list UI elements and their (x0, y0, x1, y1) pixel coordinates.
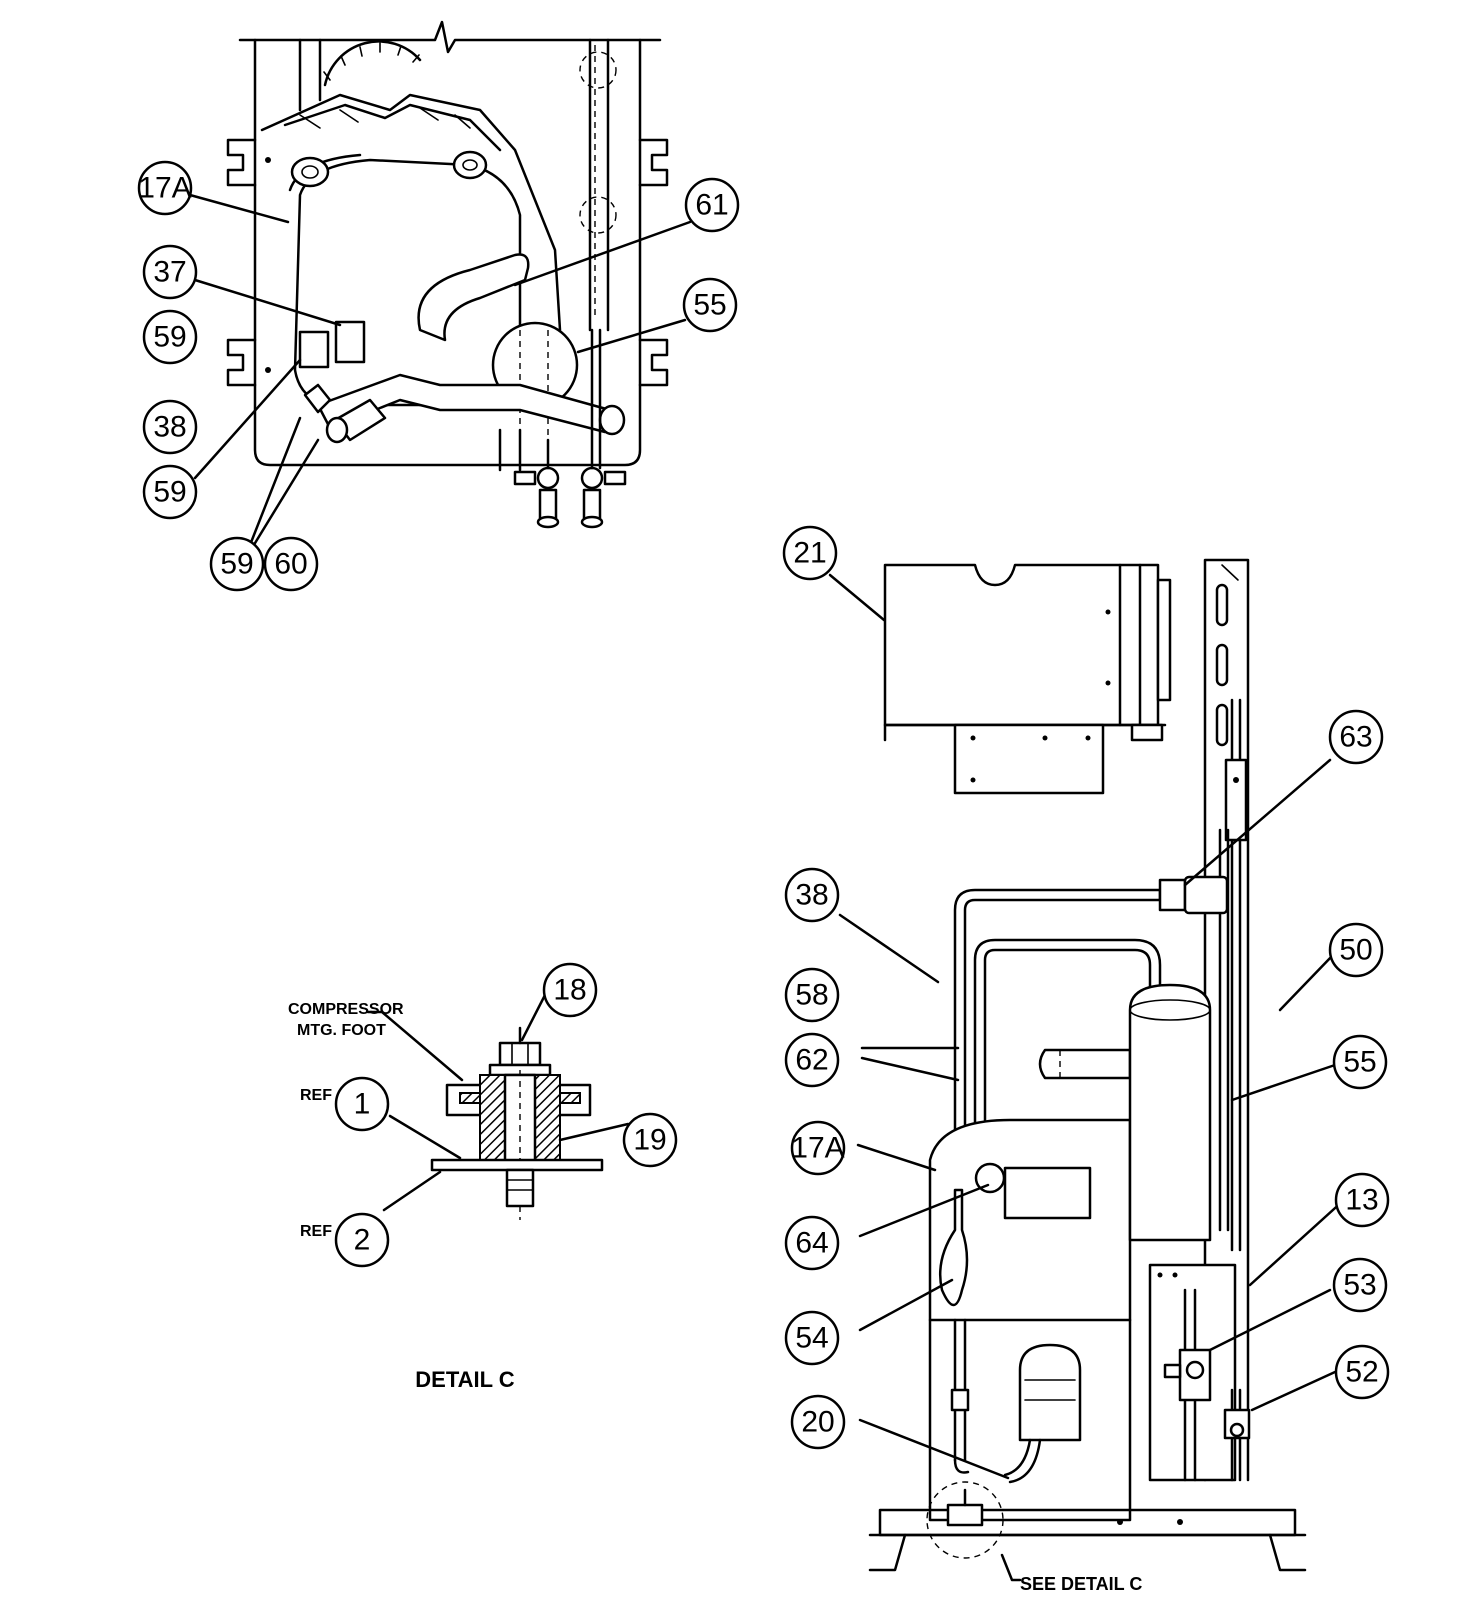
callout-50-side: 50 (1328, 922, 1384, 978)
callout-55-top: 55 (682, 277, 738, 333)
callout-1-detail: 1 (334, 1076, 390, 1132)
callout-58-side: 58 (784, 967, 840, 1023)
callout-37-top: 37 (142, 244, 198, 300)
callout-21-side: 21 (782, 525, 838, 581)
svg-text:38: 38 (153, 411, 186, 444)
callout-59-top-a: 59 (142, 309, 198, 365)
ref-label-1: REF (300, 1087, 332, 1104)
svg-text:19: 19 (633, 1124, 666, 1157)
svg-text:REF: REF (300, 1087, 332, 1104)
callout-38-side: 38 (784, 867, 840, 923)
callout-52-side: 52 (1334, 1344, 1390, 1400)
svg-text:63: 63 (1339, 721, 1372, 754)
svg-text:52: 52 (1345, 1356, 1378, 1389)
svg-text:20: 20 (801, 1406, 834, 1439)
compressor-foot-label: COMPRESSOR MTG. FOOT (288, 1001, 404, 1039)
detail-c-caption: DETAIL C (415, 1367, 515, 1392)
svg-text:61: 61 (695, 189, 728, 222)
svg-text:58: 58 (795, 979, 828, 1012)
callout-2-detail: 2 (334, 1212, 390, 1268)
see-detail-label: SEE DETAIL C (1020, 1574, 1142, 1594)
callout-63-side: 63 (1328, 709, 1384, 765)
detail-c-leaders (366, 993, 630, 1212)
callout-59-top-b: 59 (142, 464, 198, 520)
svg-text:37: 37 (153, 256, 186, 289)
svg-text:REF: REF (300, 1223, 332, 1240)
svg-text:55: 55 (1343, 1046, 1376, 1079)
callout-61-top: 61 (684, 177, 740, 233)
callout-38-top: 38 (142, 399, 198, 455)
side-view-drawing (868, 558, 1307, 1572)
svg-text:COMPRESSOR: COMPRESSOR (288, 1001, 404, 1018)
svg-text:59: 59 (153, 476, 186, 509)
svg-text:18: 18 (553, 974, 586, 1007)
svg-text:55: 55 (693, 289, 726, 322)
callout-13-side: 13 (1334, 1172, 1390, 1228)
callout-18-detail: 18 (542, 962, 598, 1018)
svg-text:59: 59 (220, 548, 253, 581)
callout-19-detail: 19 (622, 1112, 678, 1168)
svg-text:59: 59 (153, 321, 186, 354)
svg-text:2: 2 (354, 1224, 371, 1257)
svg-text:64: 64 (795, 1227, 828, 1260)
svg-text:1: 1 (354, 1088, 371, 1121)
callout-17a-top: 17A (137, 160, 193, 216)
callout-17a-side: 17A (790, 1120, 846, 1176)
callout-53-side: 53 (1332, 1257, 1388, 1313)
top-view-drawing (226, 20, 669, 529)
svg-text:21: 21 (793, 537, 826, 570)
svg-text:53: 53 (1343, 1269, 1376, 1302)
svg-text:62: 62 (795, 1044, 828, 1077)
callout-59-top-c: 59 (209, 536, 265, 592)
side-view-leaders (828, 573, 1357, 1582)
callout-20-side: 20 (790, 1394, 846, 1450)
svg-text:54: 54 (795, 1322, 828, 1355)
top-view-leaders (188, 193, 692, 550)
svg-text:38: 38 (795, 879, 828, 912)
callout-62-side: 62 (784, 1032, 840, 1088)
svg-text:60: 60 (274, 548, 307, 581)
callout-54-side: 54 (784, 1310, 840, 1366)
ref-label-2: REF (300, 1223, 332, 1240)
svg-text:50: 50 (1339, 934, 1372, 967)
svg-text:13: 13 (1345, 1184, 1378, 1217)
detail-c-drawing (430, 1026, 604, 1220)
svg-text:17A: 17A (138, 172, 191, 205)
svg-text:17A: 17A (791, 1132, 844, 1165)
callout-64-side: 64 (784, 1215, 840, 1271)
svg-text:MTG. FOOT: MTG. FOOT (297, 1022, 386, 1039)
callout-60-top: 60 (263, 536, 319, 592)
callout-55-side: 55 (1332, 1034, 1388, 1090)
